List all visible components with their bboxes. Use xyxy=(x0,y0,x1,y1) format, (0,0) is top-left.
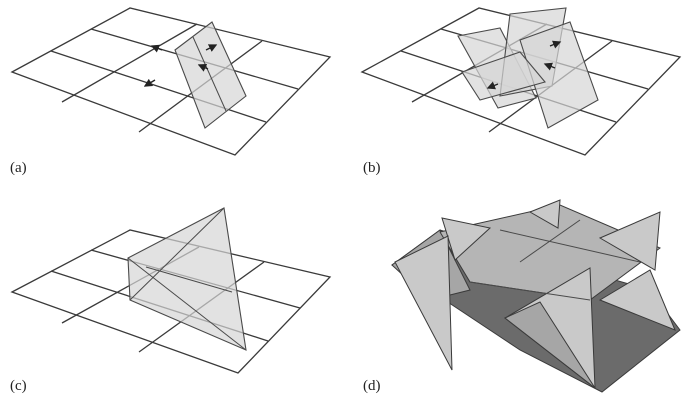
panel-d-fin-back-right xyxy=(598,211,661,271)
panel-a-grid xyxy=(10,7,332,156)
panel-d-fin-back-mid xyxy=(528,199,561,229)
panel-d xyxy=(391,199,681,393)
panel-label-a: (a) xyxy=(10,160,27,176)
panel-b-plane-4 xyxy=(461,51,546,101)
panel-d-fin-front-right xyxy=(598,269,676,331)
panel-label-c: (c) xyxy=(10,378,27,394)
panel-a-vertical-plane xyxy=(174,21,247,129)
panel-b xyxy=(360,7,682,156)
panel-a-arrows xyxy=(143,44,218,87)
panel-c xyxy=(10,207,332,374)
panel-label-b: (b) xyxy=(363,160,381,176)
panel-d-fin-front-center-side xyxy=(504,301,596,389)
panel-a xyxy=(10,7,332,156)
panel-label-d: (d) xyxy=(363,378,381,394)
panel-d-fin-front-left xyxy=(394,235,453,371)
panel-b-plane-3 xyxy=(519,21,599,129)
panel-b-arrows xyxy=(486,40,562,90)
